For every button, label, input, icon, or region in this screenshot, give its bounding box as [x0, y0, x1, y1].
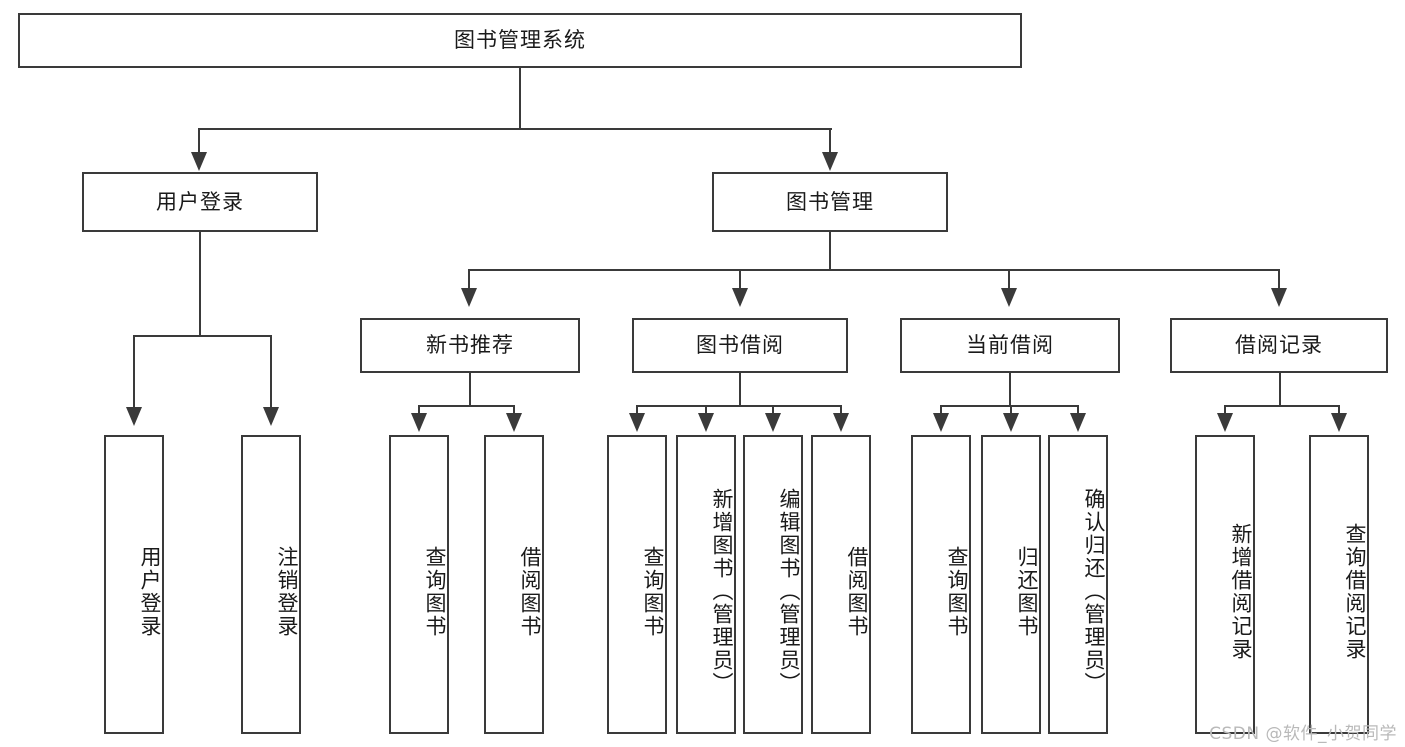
connector-borrow-record-stem: [1279, 373, 1281, 407]
connector-book-borrow-leaf-1: [636, 405, 638, 417]
leaf-book-borrow-add-book-admin[interactable]: 新增图书（管理员）: [676, 435, 736, 734]
connector-user-login-fork-bar: [133, 335, 272, 337]
connector-book-borrow-fork-bar: [636, 405, 842, 407]
leaf-label: 新增借阅记录: [1229, 522, 1253, 661]
leaf-label: 借阅图书: [845, 545, 869, 638]
node-label: 图书借阅: [696, 333, 784, 358]
leaf-label: 查询图书: [641, 545, 665, 638]
leaf-book-borrow-borrow-book[interactable]: 借阅图书: [811, 435, 871, 734]
connector-to-borrow-record: [1278, 269, 1280, 291]
leaf-user-login-login[interactable]: 用户登录: [104, 435, 164, 734]
node-book-borrow[interactable]: 图书借阅: [632, 318, 848, 373]
leaf-borrow-record-add-record[interactable]: 新增借阅记录: [1195, 435, 1255, 734]
connector-user-login-to-leaf-1: [133, 335, 135, 410]
leaf-label: 查询图书: [423, 545, 447, 638]
arrowhead-new-book-leaf-2: [506, 413, 522, 432]
connector-user-login-stem: [199, 232, 201, 336]
arrowhead-book-borrow: [732, 288, 748, 307]
arrowhead-root-to-book-manage: [822, 152, 838, 171]
leaf-label: 查询图书: [945, 545, 969, 638]
leaf-new-book-borrow-book[interactable]: 借阅图书: [484, 435, 544, 734]
connector-current-borrow-leaf-2: [1010, 405, 1012, 417]
leaf-label: 借阅图书: [518, 545, 542, 638]
connector-user-login-to-leaf-2: [270, 335, 272, 410]
arrowhead-book-borrow-leaf-3: [765, 413, 781, 432]
leaf-label: 查询借阅记录: [1343, 522, 1367, 661]
leaf-label: 归还图书: [1015, 545, 1039, 638]
connector-root-to-book-manage: [829, 128, 831, 156]
connector-current-borrow-stem: [1009, 373, 1011, 407]
node-user-login[interactable]: 用户登录: [82, 172, 318, 232]
leaf-label: 新增图书（管理员）: [710, 488, 734, 695]
arrowhead-book-borrow-leaf-2: [698, 413, 714, 432]
arrowhead-current-borrow-leaf-2: [1003, 413, 1019, 432]
connector-root-fork-bar: [198, 128, 832, 130]
connector-book-manage-fork-bar: [468, 269, 1280, 271]
leaf-borrow-record-query-record[interactable]: 查询借阅记录: [1309, 435, 1369, 734]
arrowhead-borrow-record: [1271, 288, 1287, 307]
node-label: 借阅记录: [1235, 333, 1323, 358]
connector-to-current-borrow: [1008, 269, 1010, 291]
connector-new-book-stem: [469, 373, 471, 407]
connector-borrow-record-leaf-1: [1224, 405, 1226, 417]
leaf-label: 确认归还（管理员）: [1082, 488, 1106, 695]
arrowhead-root-to-user-login: [191, 152, 207, 171]
leaf-label: 注销登录: [275, 545, 299, 638]
connector-to-book-borrow: [739, 269, 741, 291]
arrowhead-book-borrow-leaf-1: [629, 413, 645, 432]
arrowhead-book-borrow-leaf-4: [833, 413, 849, 432]
leaf-new-book-query-book[interactable]: 查询图书: [389, 435, 449, 734]
connector-new-book-leaf-2: [513, 405, 515, 417]
arrowhead-current-borrow-leaf-3: [1070, 413, 1086, 432]
leaf-current-borrow-confirm-return-admin[interactable]: 确认归还（管理员）: [1048, 435, 1108, 734]
connector-new-book-leaf-1: [418, 405, 420, 417]
connector-current-borrow-leaf-3: [1077, 405, 1079, 417]
node-borrow-record[interactable]: 借阅记录: [1170, 318, 1388, 373]
connector-book-borrow-leaf-2: [705, 405, 707, 417]
leaf-user-login-logout[interactable]: 注销登录: [241, 435, 301, 734]
arrowhead-current-borrow: [1001, 288, 1017, 307]
connector-book-manage-stem: [829, 232, 831, 270]
connector-book-borrow-leaf-4: [840, 405, 842, 417]
node-current-borrow[interactable]: 当前借阅: [900, 318, 1120, 373]
node-label: 当前借阅: [966, 333, 1054, 358]
node-label: 新书推荐: [426, 333, 514, 358]
connector-root-stem: [519, 68, 521, 128]
arrowhead-new-book-recommend: [461, 288, 477, 307]
arrowhead-new-book-leaf-1: [411, 413, 427, 432]
connector-root-to-user-login: [198, 128, 200, 156]
connector-current-borrow-leaf-1: [940, 405, 942, 417]
connector-book-borrow-stem: [739, 373, 741, 407]
node-root-library-system[interactable]: 图书管理系统: [18, 13, 1022, 68]
node-book-management[interactable]: 图书管理: [712, 172, 948, 232]
arrowhead-user-login-leaf-1: [126, 407, 142, 426]
connector-book-borrow-leaf-3: [772, 405, 774, 417]
node-new-book-recommend[interactable]: 新书推荐: [360, 318, 580, 373]
csdn-watermark: CSDN @软件_小贺同学: [1209, 724, 1397, 744]
leaf-book-borrow-edit-book-admin[interactable]: 编辑图书（管理员）: [743, 435, 803, 734]
arrowhead-user-login-leaf-2: [263, 407, 279, 426]
leaf-book-borrow-query-book[interactable]: 查询图书: [607, 435, 667, 734]
leaf-current-borrow-query-book[interactable]: 查询图书: [911, 435, 971, 734]
leaf-label: 用户登录: [138, 545, 162, 638]
node-label: 图书管理: [786, 189, 874, 214]
leaf-label: 编辑图书（管理员）: [777, 488, 801, 695]
arrowhead-borrow-record-leaf-2: [1331, 413, 1347, 432]
connector-current-borrow-fork-bar: [940, 405, 1079, 407]
node-label: 图书管理系统: [454, 28, 586, 53]
connector-borrow-record-leaf-2: [1338, 405, 1340, 417]
connector-borrow-record-fork-bar: [1224, 405, 1339, 407]
connector-new-book-fork-bar: [418, 405, 514, 407]
node-label: 用户登录: [156, 189, 244, 214]
arrowhead-current-borrow-leaf-1: [933, 413, 949, 432]
leaf-current-borrow-return-book[interactable]: 归还图书: [981, 435, 1041, 734]
arrowhead-borrow-record-leaf-1: [1217, 413, 1233, 432]
connector-to-new-book-recommend: [468, 269, 470, 291]
